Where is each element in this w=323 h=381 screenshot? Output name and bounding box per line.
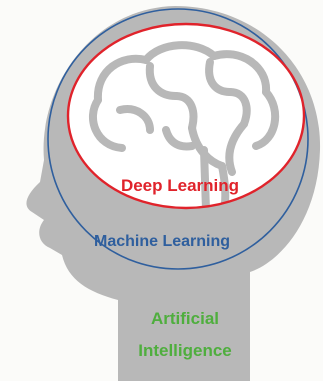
artificial-intelligence-label-line1: Artificial xyxy=(150,309,220,328)
machine-learning-label: Machine Learning xyxy=(93,233,231,250)
artificial-intelligence-label-line2: Intelligence xyxy=(138,341,232,360)
brain-area xyxy=(68,24,304,208)
machine-learning-circle xyxy=(47,8,309,270)
brain-folds xyxy=(89,41,279,214)
deep-learning-circle xyxy=(66,22,306,210)
deep-learning-label: Deep Learning xyxy=(120,176,240,195)
